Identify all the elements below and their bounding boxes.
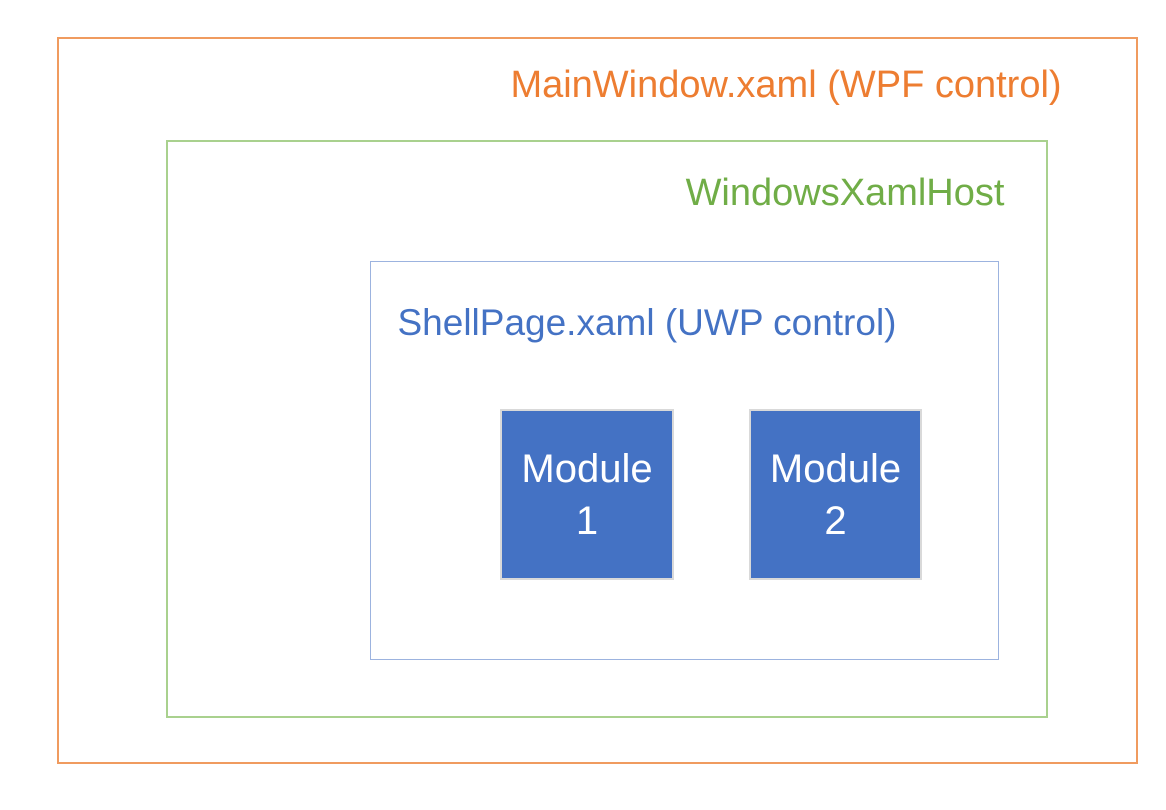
- module-1-number: 1: [575, 498, 599, 543]
- module-1-label: Module 1: [521, 443, 652, 547]
- module-1-name: Module: [521, 446, 653, 491]
- module-2-name: Module: [769, 446, 902, 491]
- main-window-box: [57, 37, 1138, 764]
- module-2-label: Module 2: [770, 443, 901, 547]
- main-window-label: MainWindow.xaml (WPF control): [510, 64, 1062, 106]
- shell-page-label: ShellPage.xaml (UWP control): [397, 302, 897, 343]
- windows-xaml-host-box: [166, 140, 1048, 718]
- shell-page-box: [370, 261, 999, 660]
- module-2-number: 2: [824, 498, 847, 543]
- module-1-box: Module 1: [500, 409, 674, 580]
- module-2-box: Module 2: [749, 409, 922, 580]
- windows-xaml-host-label: WindowsXamlHost: [685, 172, 1005, 214]
